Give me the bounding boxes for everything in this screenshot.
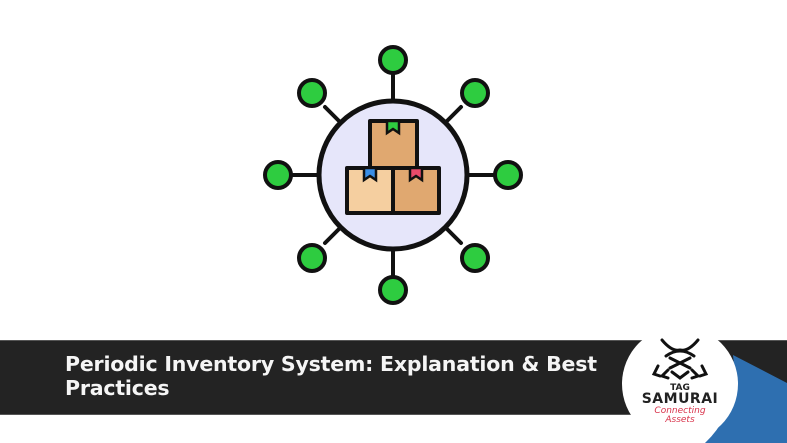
tag-samurai-logo[interactable]: TAG SAMURAI Connecting Assets	[622, 326, 738, 442]
network-boxes-icon	[263, 45, 523, 305]
samurai-helmet-icon	[651, 338, 709, 380]
logo-tagline-line2: Assets	[665, 415, 695, 425]
logo-brand-name: SAMURAI	[641, 391, 719, 407]
logo-tagline-line1: Connecting	[654, 406, 706, 416]
logo-brand-small: TAG	[670, 383, 690, 393]
page-title: Periodic Inventory System: Explanation &…	[65, 352, 597, 400]
logo-tagline: Connecting Assets	[622, 407, 738, 425]
